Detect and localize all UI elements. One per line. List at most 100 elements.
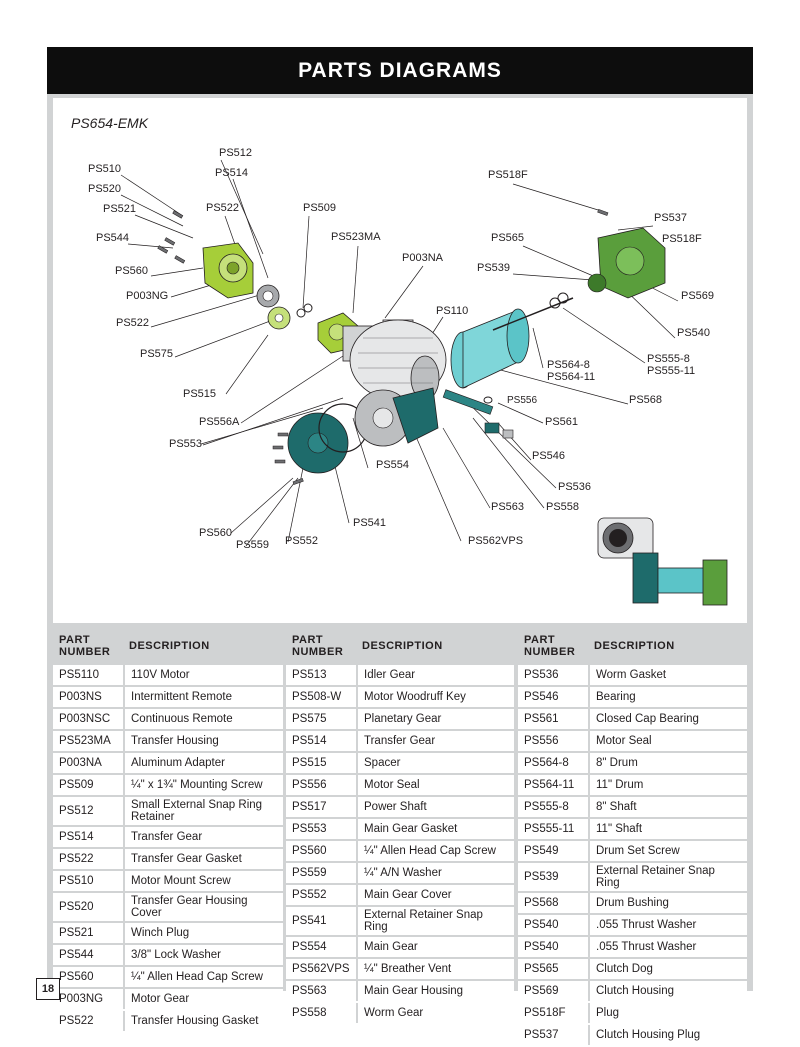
callout-label: PS518F <box>488 169 528 181</box>
table-row: PS540.055 Thrust Washer <box>518 937 747 957</box>
description-cell: Plug <box>588 1003 747 1023</box>
part-number-header: PART NUMBER <box>518 629 588 663</box>
callout-label: PS563 <box>491 501 525 513</box>
part-number-cell: PS509 <box>53 775 123 795</box>
part-number-cell: PS518F <box>518 1003 588 1023</box>
callout-label: PS561 <box>545 416 579 428</box>
part-number-cell: PS564-8 <box>518 753 588 773</box>
description-cell: Clutch Housing <box>588 981 747 1001</box>
callout-label: PS555-8 <box>647 353 690 365</box>
part-number-cell: PS508-W <box>286 687 356 707</box>
part-number-cell: PS549 <box>518 841 588 861</box>
callout-label: PS512 <box>219 147 253 159</box>
callout-label: PS110 <box>436 305 469 317</box>
description-cell: Main Gear Cover <box>356 885 514 905</box>
callout-label: PS564-11 <box>547 371 596 383</box>
description-header: DESCRIPTION <box>356 629 514 663</box>
part-number-cell: PS522 <box>53 849 123 869</box>
description-cell: Drum Set Screw <box>588 841 747 861</box>
motor-drawing <box>342 319 447 401</box>
description-cell: Motor Woodruff Key <box>356 687 514 707</box>
callout-label: P003NA <box>402 252 443 264</box>
description-cell: .055 Thrust Washer <box>588 915 747 935</box>
description-cell: Motor Seal <box>588 731 747 751</box>
part-number-cell: PS555-11 <box>518 819 588 839</box>
part-number-cell: PS515 <box>286 753 356 773</box>
description-cell: ¼" x 1¾" Mounting Screw <box>123 775 283 795</box>
callout-label: PS523MA <box>331 231 381 243</box>
part-number-cell: PS552 <box>286 885 356 905</box>
description-cell: Small External Snap Ring Retainer <box>123 797 283 825</box>
description-cell: ¼" Breather Vent <box>356 959 514 979</box>
callout-label: PS554 <box>376 459 410 471</box>
part-number-cell: PS521 <box>53 923 123 943</box>
part-number-cell: PS5110 <box>53 665 123 685</box>
part-number-cell: PS540 <box>518 937 588 957</box>
description-cell: Worm Gear <box>356 1003 514 1023</box>
part-number-cell: PS522 <box>53 1011 123 1031</box>
description-cell: Drum Bushing <box>588 893 747 913</box>
callout-label: PS518F <box>662 233 702 245</box>
page-number: 18 <box>36 978 60 1000</box>
part-number-cell: PS539 <box>518 863 588 891</box>
description-cell: ¼" Allen Head Cap Screw <box>356 841 514 861</box>
part-number-cell: PS564-11 <box>518 775 588 795</box>
part-number-cell: P003NG <box>53 989 123 1009</box>
description-cell: Transfer Housing Gasket <box>123 1011 283 1031</box>
part-number-cell: PS512 <box>53 797 123 825</box>
part-number-cell: PS523MA <box>53 731 123 751</box>
callout-label: PS553 <box>169 438 203 450</box>
part-number-cell: PS575 <box>286 709 356 729</box>
assembled-winch-inset <box>597 517 728 606</box>
part-number-cell: PS520 <box>53 893 123 921</box>
callout-label: PS510 <box>88 163 122 175</box>
description-cell: Transfer Gear Gasket <box>123 849 283 869</box>
description-cell: Winch Plug <box>123 923 283 943</box>
callout-label: PS522 <box>206 202 240 214</box>
description-cell: Main Gear Gasket <box>356 819 514 839</box>
callout-label: PS509 <box>303 202 337 214</box>
callout-label: PS556 <box>507 395 538 406</box>
description-cell: ¼" Allen Head Cap Screw <box>123 967 283 987</box>
part-number-cell: PS541 <box>286 907 356 935</box>
part-number-cell: PS555-8 <box>518 797 588 817</box>
callout-label: PS560 <box>115 265 149 277</box>
callout-label: PS562VPS <box>468 535 524 547</box>
part-number-cell: PS554 <box>286 937 356 957</box>
part-number-cell: PS562VPS <box>286 959 356 979</box>
callout-label: PS514 <box>215 167 249 179</box>
description-cell: ¼" A/N Washer <box>356 863 514 883</box>
main-gear-housing-drawing <box>287 387 514 474</box>
part-number-cell: P003NA <box>53 753 123 773</box>
drum-drawing <box>450 297 574 389</box>
callout-label: PS521 <box>103 203 137 215</box>
description-cell: Transfer Gear Housing Cover <box>123 893 283 921</box>
description-cell: 8" Drum <box>588 753 747 773</box>
callout-label: PS539 <box>477 262 511 274</box>
part-number-cell: PS569 <box>518 981 588 1001</box>
description-cell: Transfer Gear <box>356 731 514 751</box>
parts-diagram: PS654-EMK <box>53 98 747 623</box>
